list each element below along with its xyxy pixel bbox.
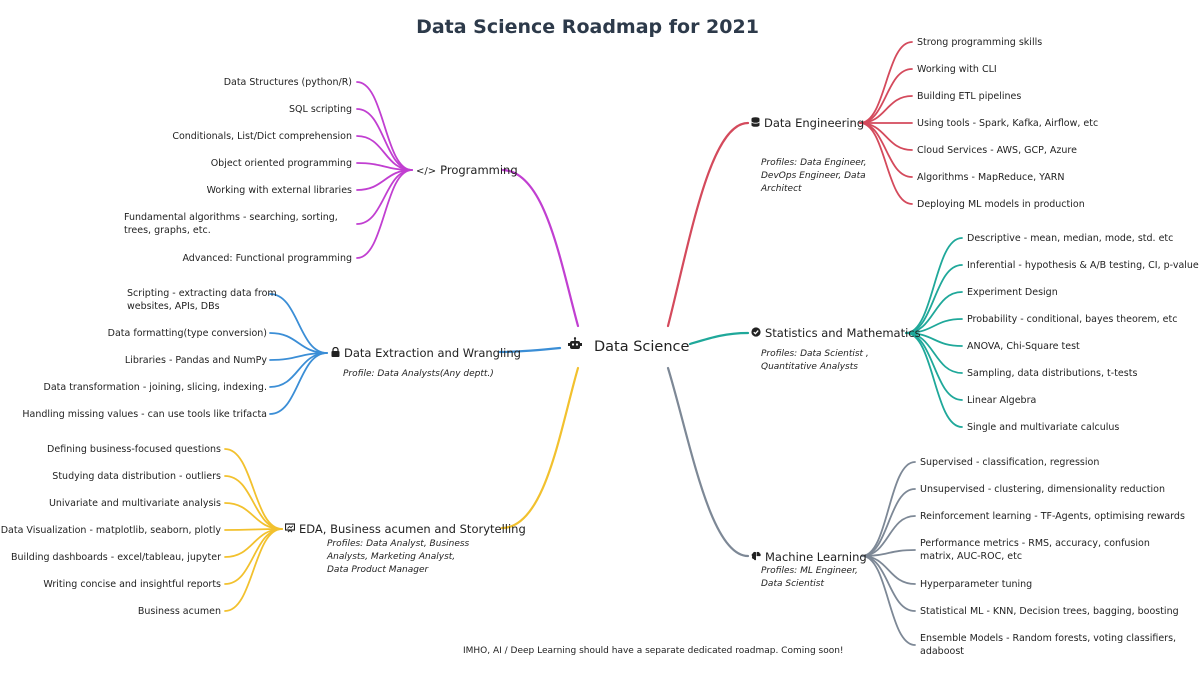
branch-label: EDA, Business acumen and Storytelling xyxy=(299,522,526,536)
statistics-item[interactable]: Inferential - hypothesis & A/B testing, … xyxy=(967,260,1199,271)
profile-machine-learning: Profiles: ML Engineer, Data Scientist xyxy=(761,566,858,589)
eda-item[interactable]: Data Visualization - matplotlib, seaborn… xyxy=(0,525,221,536)
footnote: IMHO, AI / Deep Learning should have a s… xyxy=(463,646,844,656)
extraction-item[interactable]: Data formatting(type conversion) xyxy=(107,328,267,339)
branch-label: Statistics and Mathematics xyxy=(765,326,921,340)
branch-label: Data Engineering xyxy=(764,116,865,130)
ml-item[interactable]: Ensemble Models - Random forests, voting… xyxy=(920,633,1177,657)
eda-connector xyxy=(224,528,283,612)
statistics-item[interactable]: Sampling, data distributions, t-tests xyxy=(967,368,1138,379)
engineering-connector xyxy=(859,122,913,205)
programming-item[interactable]: Working with external libraries xyxy=(206,185,352,196)
code-icon: </> xyxy=(416,166,437,177)
programming-item[interactable]: Conditionals, List/Dict comprehension xyxy=(172,131,352,142)
branch-data-engineering[interactable]: Data Engineering xyxy=(751,116,864,132)
ml-item[interactable]: Reinforcement learning - TF-Agents, opti… xyxy=(920,511,1185,522)
ml-item[interactable]: Unsupervised - clustering, dimensionalit… xyxy=(920,484,1166,495)
extraction-item[interactable]: Handling missing values - can use tools … xyxy=(22,409,267,420)
extraction-item[interactable]: Scripting - extracting data from website… xyxy=(127,288,277,312)
branch-eda[interactable]: EDA, Business acumen and Storytelling xyxy=(284,522,526,538)
eda-item[interactable]: Business acumen xyxy=(137,606,221,617)
ml-item[interactable]: Statistical ML - KNN, Decision trees, ba… xyxy=(920,606,1179,617)
statistics-item[interactable]: Experiment Design xyxy=(967,287,1058,298)
branch-label: Data Extraction and Wrangling xyxy=(344,346,521,360)
statistics-connector xyxy=(905,332,963,401)
branch-data-extraction[interactable]: Data Extraction and Wrangling xyxy=(331,346,521,362)
eda-item[interactable]: Univariate and multivariate analysis xyxy=(48,498,221,509)
ml-item[interactable]: Hyperparameter tuning xyxy=(920,579,1033,590)
statistics-item[interactable]: ANOVA, Chi-Square test xyxy=(967,341,1080,352)
ml-connector xyxy=(861,488,916,557)
engineering-item[interactable]: Working with CLI xyxy=(917,64,997,75)
eda-item[interactable]: Building dashboards - excel/tableau, jup… xyxy=(10,552,221,563)
engineering-item[interactable]: Using tools - Spark, Kafka, Airflow, etc xyxy=(917,118,1099,129)
branch-statistics[interactable]: Statistics and Mathematics xyxy=(751,326,921,342)
engineering-item[interactable]: Cloud Services - AWS, GCP, Azure xyxy=(917,145,1077,156)
statistics-connector xyxy=(905,332,963,428)
eda-connector xyxy=(224,475,283,530)
robot-icon xyxy=(568,337,582,355)
programming-trunk xyxy=(501,168,580,328)
statistics-connector xyxy=(905,264,963,334)
ml-connector xyxy=(861,555,916,646)
programming-item[interactable]: Data Structures (python/R) xyxy=(223,77,352,88)
center-node[interactable]: Data Science xyxy=(568,337,689,355)
branch-label: Programming xyxy=(440,163,518,177)
eda-item[interactable]: Studying data distribution - outliers xyxy=(52,471,221,482)
eda-connector xyxy=(224,448,283,530)
programming-item[interactable]: Object oriented programming xyxy=(210,158,352,169)
engineering-connector xyxy=(859,41,913,124)
presentation-icon xyxy=(284,523,296,538)
profile-eda: Profiles: Data Analyst, Business Analyst… xyxy=(327,539,470,575)
lock-icon xyxy=(331,346,340,362)
ml-item[interactable]: Performance metrics - RMS, accuracy, con… xyxy=(920,538,1150,562)
statistics-trunk xyxy=(688,331,750,346)
center-label: Data Science xyxy=(594,339,690,355)
check-circle-icon xyxy=(751,327,761,342)
engineering-connector xyxy=(859,122,913,151)
programming-item[interactable]: Fundamental algorithms - searching, sort… xyxy=(124,212,338,236)
ml-trunk xyxy=(666,366,750,558)
extraction-connector xyxy=(269,293,328,354)
eda-trunk xyxy=(500,366,580,530)
engineering-item[interactable]: Strong programming skills xyxy=(917,37,1043,48)
programming-item[interactable]: Advanced: Functional programming xyxy=(182,253,352,264)
statistics-item[interactable]: Single and multivariate calculus xyxy=(967,422,1120,433)
database-icon xyxy=(751,117,760,132)
extraction-connector xyxy=(269,352,328,415)
extraction-item[interactable]: Libraries - Pandas and NumPy xyxy=(124,355,267,366)
profile-data-engineering: Profiles: Data Engineer, DevOps Engineer… xyxy=(761,158,867,194)
programming-connector xyxy=(356,108,413,171)
programming-connector xyxy=(356,169,413,259)
profile-data-extraction: Profile: Data Analysts(Any deptt.) xyxy=(343,369,494,379)
extraction-trunk xyxy=(498,346,562,354)
statistics-item[interactable]: Linear Algebra xyxy=(967,395,1037,406)
ml-item[interactable]: Supervised - classification, regression xyxy=(920,457,1100,468)
engineering-connector xyxy=(859,68,913,124)
engineering-trunk xyxy=(666,121,750,328)
engineering-item[interactable]: Algorithms - MapReduce, YARN xyxy=(917,172,1065,183)
eda-item[interactable]: Defining business-focused questions xyxy=(47,444,221,455)
extraction-item[interactable]: Data transformation - joining, slicing, … xyxy=(43,382,268,393)
page-title: Data Science Roadmap for 2021 xyxy=(416,16,759,38)
engineering-connector xyxy=(859,95,913,124)
programming-connector xyxy=(356,81,413,171)
profile-statistics: Profiles: Data Scientist , Quantitative … xyxy=(761,349,869,372)
branch-programming[interactable]: </>Programming xyxy=(416,163,518,179)
statistics-item[interactable]: Descriptive - mean, median, mode, std. e… xyxy=(967,233,1174,244)
statistics-item[interactable]: Probability - conditional, bayes theorem… xyxy=(967,314,1178,325)
brain-icon xyxy=(751,551,761,566)
ml-connector xyxy=(861,461,916,557)
statistics-connector xyxy=(905,237,963,334)
engineering-item[interactable]: Building ETL pipelines xyxy=(917,91,1022,102)
programming-item[interactable]: SQL scripting xyxy=(289,104,352,115)
eda-item[interactable]: Writing concise and insightful reports xyxy=(43,579,221,590)
engineering-item[interactable]: Deploying ML models in production xyxy=(917,199,1085,210)
eda-connector xyxy=(224,528,283,558)
branch-label: Machine Learning xyxy=(765,550,867,564)
branch-machine-learning[interactable]: Machine Learning xyxy=(751,550,867,566)
